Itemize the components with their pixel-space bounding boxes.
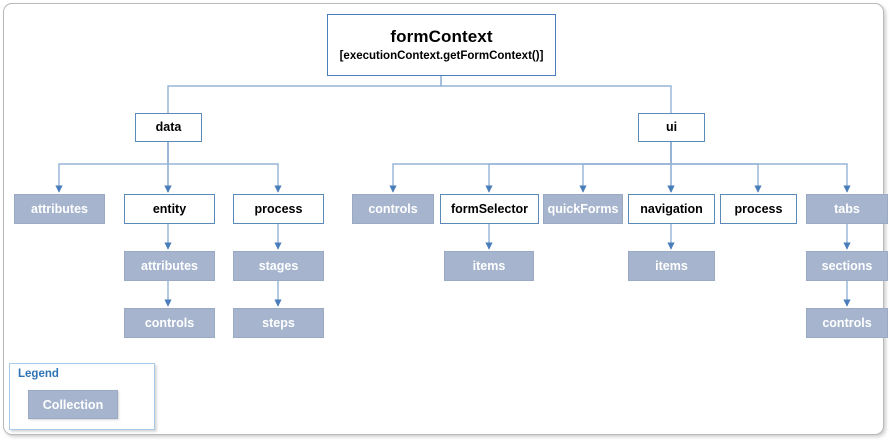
node-data-attributes[interactable]: attributes: [14, 194, 105, 224]
node-ui-controls-label: controls: [368, 201, 418, 216]
node-process-stages[interactable]: stages: [233, 251, 324, 281]
node-entity-controls-label: controls: [144, 315, 195, 330]
node-ui-tabs-label: tabs: [834, 201, 860, 216]
node-data[interactable]: data: [135, 113, 202, 142]
node-ui-quickforms-label: quickForms: [547, 201, 619, 216]
legend-title: Legend: [18, 368, 59, 380]
node-ui-navigation-label: navigation: [640, 201, 703, 216]
legend-collection-swatch: Collection: [28, 390, 118, 419]
node-formcontext[interactable]: formContext [executionContext.getFormCon…: [327, 14, 556, 76]
node-data-process[interactable]: process: [233, 194, 324, 224]
node-formselector-items-label: items: [472, 258, 506, 273]
node-ui-quickforms[interactable]: quickForms: [543, 194, 623, 224]
node-ui-controls[interactable]: controls: [352, 194, 434, 224]
node-ui-navigation[interactable]: navigation: [628, 194, 715, 224]
node-sections-controls[interactable]: controls: [806, 308, 888, 338]
node-navigation-items-label: items: [655, 258, 688, 273]
legend-panel: Legend Collection: [9, 363, 155, 430]
node-ui-label: ui: [665, 120, 678, 135]
node-formcontext-subtitle: [executionContext.getFormContext()]: [339, 49, 544, 62]
node-data-process-label: process: [254, 201, 303, 216]
node-navigation-items[interactable]: items: [628, 251, 715, 281]
node-ui-tabs[interactable]: tabs: [806, 194, 888, 224]
node-formcontext-title: formContext: [390, 27, 493, 47]
node-ui-process[interactable]: process: [720, 194, 797, 224]
node-tabs-sections[interactable]: sections: [806, 251, 888, 281]
node-process-stages-label: stages: [258, 258, 299, 273]
node-data-entity[interactable]: entity: [124, 194, 215, 224]
node-entity-attributes-label: attributes: [141, 258, 198, 273]
node-entity-controls[interactable]: controls: [124, 308, 215, 338]
node-entity-attributes[interactable]: attributes: [124, 251, 215, 281]
node-data-label: data: [155, 120, 182, 135]
node-data-entity-label: entity: [152, 201, 187, 216]
node-formselector-items[interactable]: items: [444, 251, 534, 281]
node-ui[interactable]: ui: [638, 113, 705, 142]
node-data-attributes-label: attributes: [31, 201, 88, 216]
node-ui-formselector[interactable]: formSelector: [440, 194, 539, 224]
node-ui-formselector-label: formSelector: [450, 201, 529, 216]
node-process-steps-label: steps: [262, 315, 295, 330]
node-sections-controls-label: controls: [822, 315, 872, 330]
node-process-steps[interactable]: steps: [233, 308, 324, 338]
legend-collection-label: Collection: [42, 397, 104, 412]
node-tabs-sections-label: sections: [821, 258, 873, 273]
node-ui-process-label: process: [734, 201, 783, 216]
